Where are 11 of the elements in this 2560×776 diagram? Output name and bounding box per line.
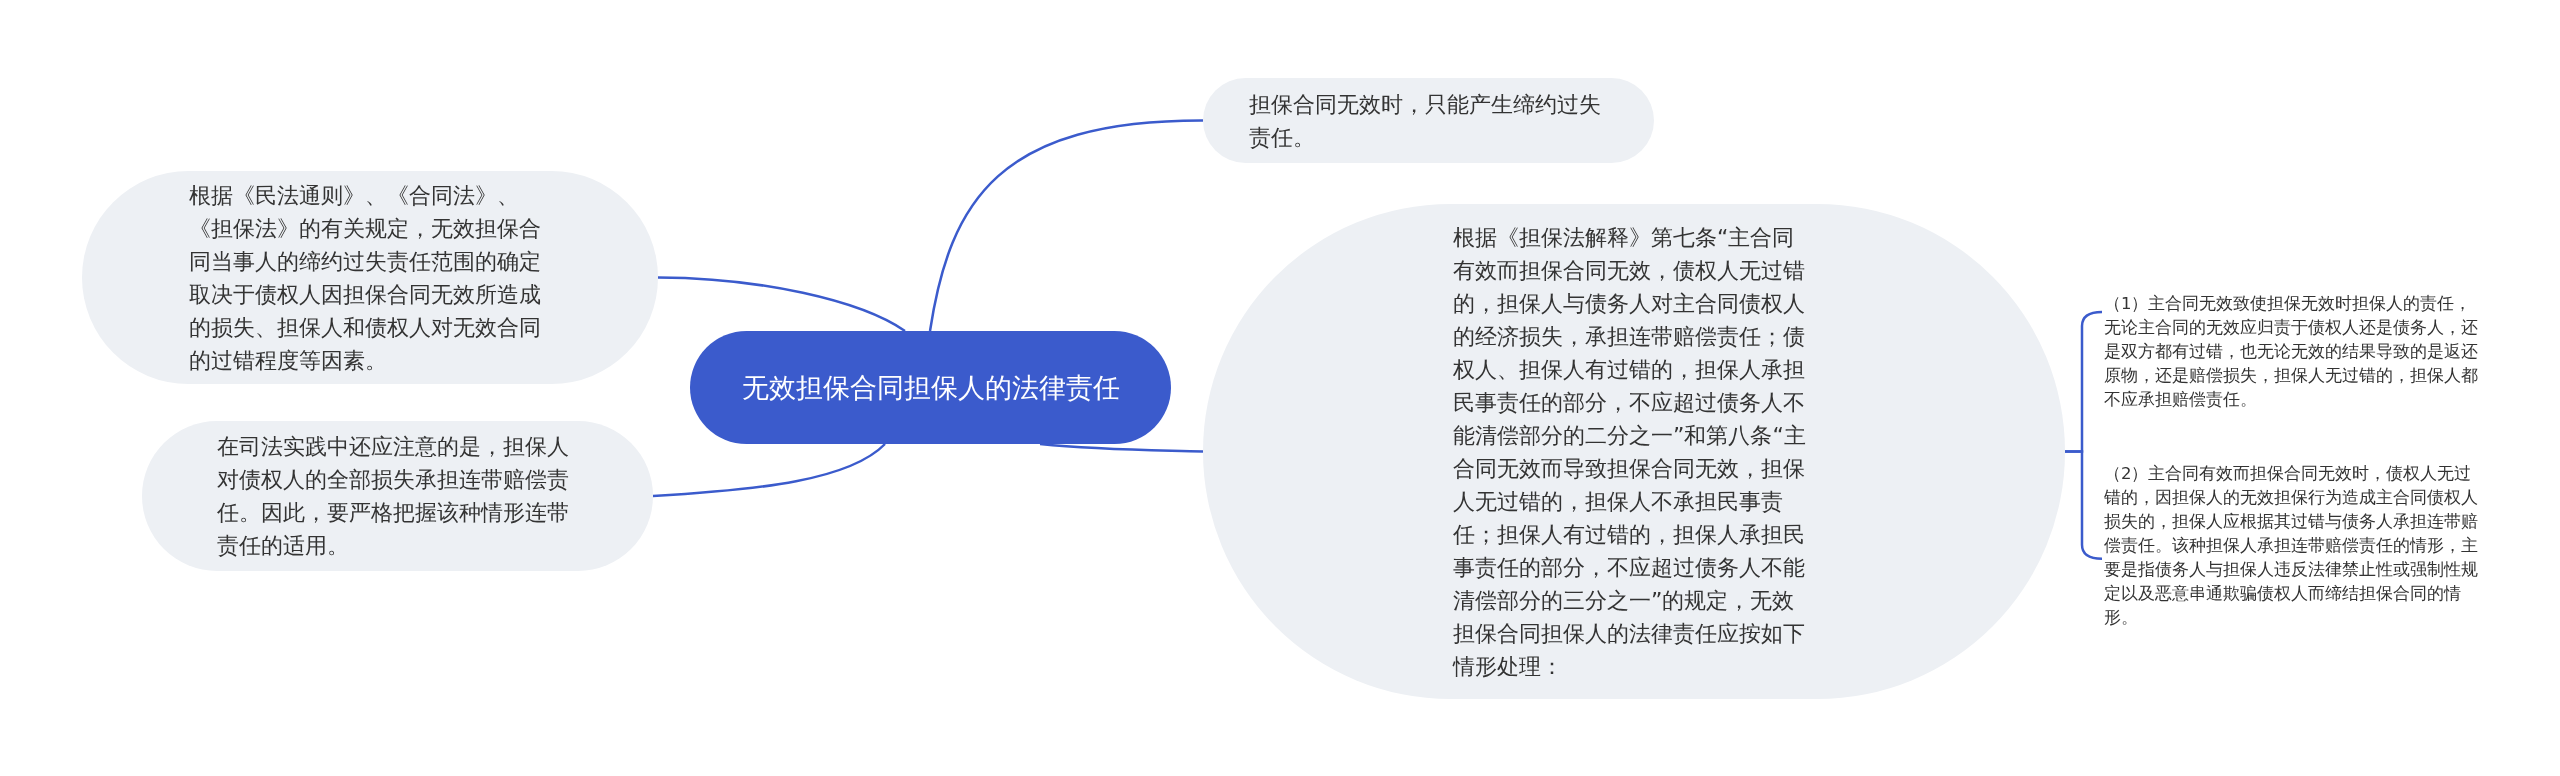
connector-line	[928, 119, 1204, 332]
connector-line	[1039, 442, 1204, 453]
topic-text: 在司法实践中还应注意的是，担保人对债权人的全部损失承担连带赔偿责任。因此，要严格把握该种情形连带责任的适用。	[216, 433, 570, 560]
topic-text: 根据《民法通则》、《合同法》、《担保法》的有关规定，无效担保合同当事人的缔约过失责任范围的确定取决于债权人因担保合同无效所造成的损失、担保人和债权人对无效合同的过错程度等因素。	[189, 181, 542, 375]
topic-title: 无效担保合同担保人的法律责任	[740, 370, 1121, 405]
connector-line	[657, 276, 906, 333]
topic-text: 根据《担保法解释》第七条“主合同有效而担保合同无效，债权人无过错的，担保人与债务人对主合同债权人的经济损失，承担连带赔偿责任；债权人、担保人有过错的，担保人承担民事责任的部分，不应超过债务人不能清偿部分的二分之一”和第八条“主合同无效而导致担保合同无效，担保人无过错的，担保人不承担民事责任；担保人有过错的，担保人承担民事责任的部分，不应超过债务人不能清偿部分的三分之一”的规定，无效担保合同担保人的法律责任应按如下情形处理：	[1453, 223, 1807, 681]
note-text: （2）主合同有效而担保合同无效时，债权人无过错的，因担保人的无效担保行为造成主合同债权人损失的，担保人应根据其过错与债务人承担连带赔偿责任。该种担保人承担连带赔偿责任的情形，主要是指债务人与担保人违反法律禁止性或强制性规定以及恶意串通欺骗债权人而缔结担保合同的情形。	[2104, 462, 2484, 638]
connector-line	[652, 443, 886, 498]
note-text: （1）主合同无效致使担保无效时担保人的责任，无论主合同的无效应归责于债权人还是债务人，还是双方都有过错，也无论无效的结果导致的是返还原物，还是赔偿损失，担保人无过错的，担保人都不应承担赔偿责任。	[2104, 292, 2484, 416]
topic-text: 担保合同无效时，只能产生缔约过失责任。	[1248, 90, 1602, 152]
